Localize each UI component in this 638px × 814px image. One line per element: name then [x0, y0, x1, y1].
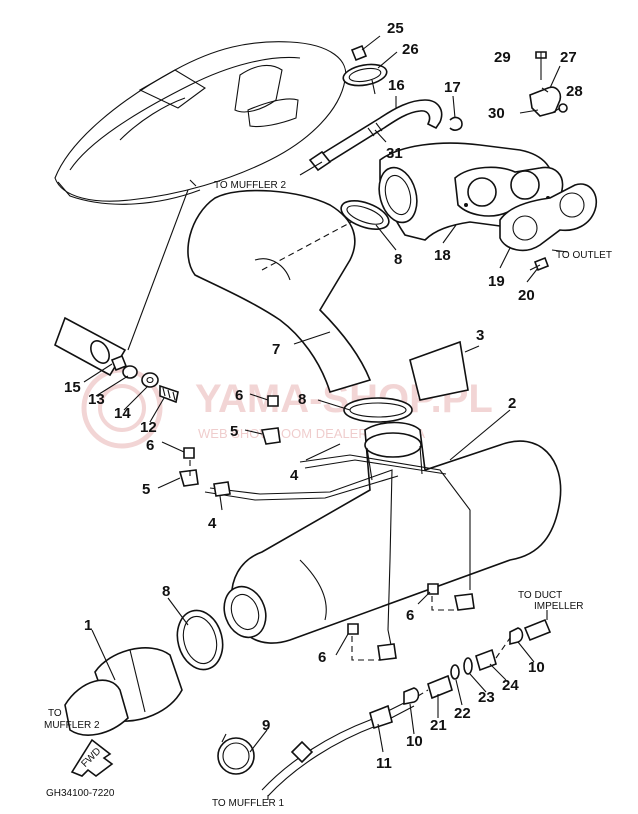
callout-20: 20 [518, 287, 535, 304]
callout-29: 29 [494, 49, 511, 66]
callout-28: 28 [566, 83, 583, 100]
caption-muffler-2-left: MUFFLER 2 [44, 720, 100, 731]
callout-10-lower: 10 [406, 733, 423, 750]
callout-15: 15 [64, 379, 81, 396]
callout-2: 2 [508, 395, 516, 412]
tube-stub [54, 316, 127, 377]
callout-11: 11 [376, 755, 392, 772]
callout-8-lower: 8 [162, 583, 170, 600]
outlet-gasket [499, 183, 597, 252]
callout-3: 3 [476, 327, 484, 344]
callout-22: 22 [454, 705, 471, 722]
callout-9: 9 [262, 717, 270, 734]
rubber-joint [64, 647, 183, 736]
bolts-6 [183, 395, 439, 635]
bolt-leader-3 [431, 596, 458, 611]
callout-21: 21 [430, 717, 447, 734]
fwd-arrow-icon: FWD [70, 738, 114, 777]
joint-cover [409, 340, 469, 401]
fasteners-12-15 [110, 354, 179, 404]
callout-4-upper: 4 [290, 467, 299, 484]
watercraft-outline [54, 41, 347, 205]
caption-to-duct: TO DUCT [518, 590, 562, 601]
captions: TO MUFFLER 2 TO OUTLET TO DUCT IMPELLER … [44, 180, 612, 809]
callout-8-middle: 8 [298, 391, 306, 408]
callout-1: 1 [84, 617, 92, 634]
watermark-logo-inner [98, 384, 146, 432]
clamp-25-26 [342, 44, 388, 95]
fittings [403, 618, 552, 705]
watermark-logo-ring [81, 367, 163, 449]
callout-31: 31 [386, 145, 403, 162]
brackets-5 [178, 427, 475, 661]
clamp-8-upper [340, 200, 390, 230]
callout-13: 13 [88, 391, 105, 408]
caption-arrows [267, 161, 569, 800]
callout-6-d: 6 [406, 607, 414, 624]
callout-5-lower: 5 [142, 481, 150, 498]
callout-4-lower: 4 [208, 515, 217, 532]
bracket-27-30 [519, 51, 568, 117]
callout-16: 16 [388, 77, 405, 94]
callout-17: 17 [444, 79, 461, 96]
diagram-code: GH34100-7220 [46, 788, 115, 799]
callout-6-b: 6 [146, 437, 154, 454]
exhaust-tube [187, 189, 372, 393]
muffler-body [223, 421, 562, 644]
bolt-leader-2 [351, 636, 380, 661]
callout-8-upper: 8 [394, 251, 402, 268]
callout-12: 12 [140, 419, 157, 436]
callout-24: 24 [502, 677, 519, 694]
caption-to-left: TO [48, 708, 62, 719]
clip-17 [449, 116, 463, 131]
watercraft-leader [127, 189, 189, 351]
callout-14: 14 [114, 405, 131, 422]
callout-26: 26 [402, 41, 419, 58]
drain-hose [261, 699, 415, 797]
clamp-8-lower [176, 609, 224, 671]
callout-6-c: 6 [318, 649, 326, 666]
callout-23: 23 [478, 689, 495, 706]
caption-to-outlet: TO OUTLET [556, 250, 612, 261]
callout-27: 27 [560, 49, 577, 66]
callout-numbers: 25 26 29 27 28 30 16 17 31 18 19 20 8 3 … [64, 20, 583, 772]
caption-impeller: IMPELLER [534, 601, 583, 612]
callout-19: 19 [488, 273, 505, 290]
clamp-8-middle [343, 397, 413, 423]
callout-6-a: 6 [235, 387, 243, 404]
callout-10-upper: 10 [528, 659, 545, 676]
callout-25: 25 [387, 20, 404, 37]
callout-5-upper: 5 [230, 423, 238, 440]
bolt-20 [529, 256, 550, 272]
callout-30: 30 [488, 105, 505, 122]
clamp-9 [217, 733, 255, 775]
callout-7: 7 [272, 341, 280, 358]
caption-to-muffler-1: TO MUFFLER 1 [212, 798, 284, 809]
callout-18: 18 [434, 247, 451, 264]
caption-to-muffler-2-top: TO MUFFLER 2 [214, 180, 286, 191]
callout-leaders [83, 35, 561, 753]
straps [204, 454, 471, 651]
